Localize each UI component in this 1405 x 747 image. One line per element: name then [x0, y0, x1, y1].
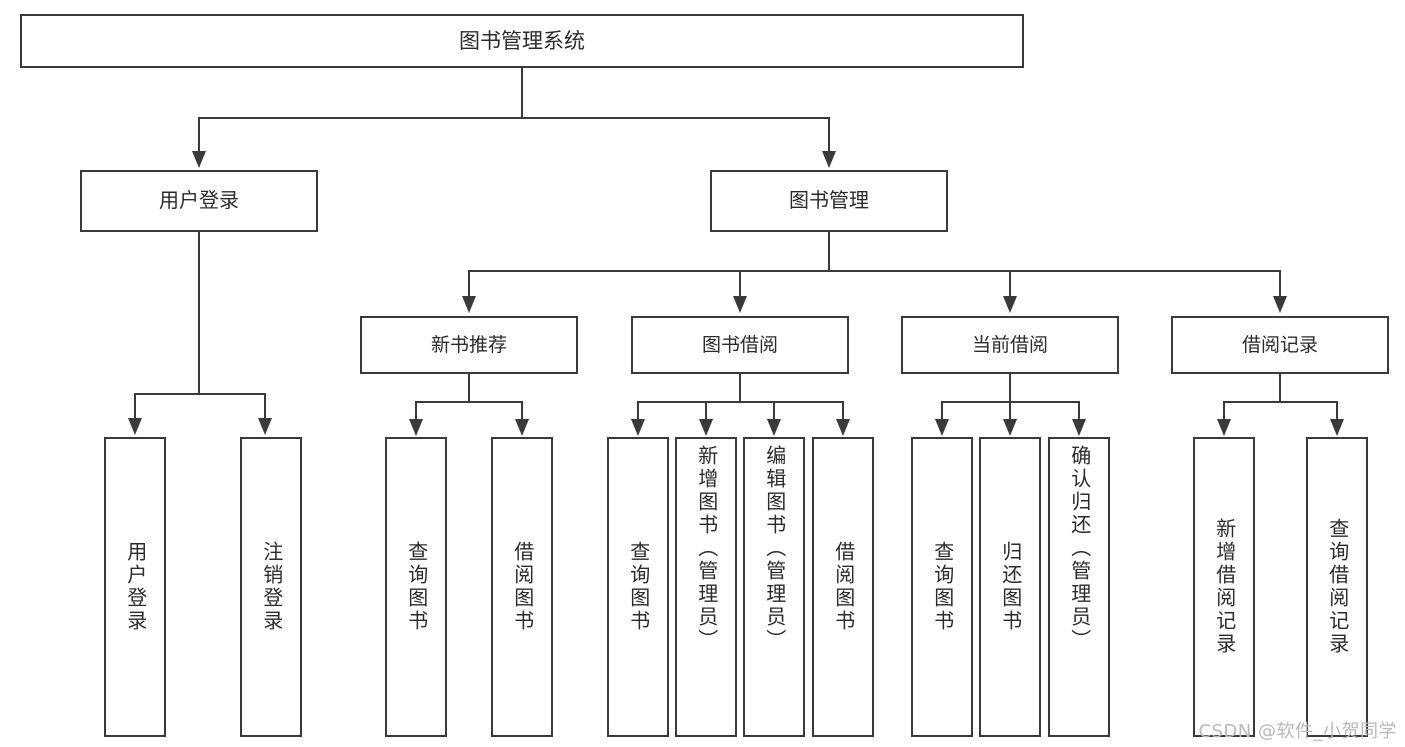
leaf-label: 新增借阅记录 — [1212, 518, 1237, 656]
connector-currentborrow-drop-1 — [941, 401, 943, 421]
leaf-label: 编辑图书（管理员） — [762, 445, 787, 652]
connector-bookborrow-drop-3 — [773, 401, 775, 421]
connector-borrowrecord-drop-1 — [1223, 401, 1225, 421]
arrowhead-to-user-login — [192, 151, 206, 168]
arrowhead-leaf-logout — [258, 418, 272, 435]
connector-newbook-bus — [415, 401, 523, 403]
connector-bookborrow-drop-1 — [637, 401, 639, 421]
node-label: 图书借阅 — [701, 333, 778, 356]
connector-root-bus — [198, 117, 830, 119]
connector-bookborrow-bus — [637, 401, 844, 403]
leaf-borrowrecord-query-record[interactable]: 查询借阅记录 — [1306, 437, 1368, 737]
leaf-label: 查询借阅记录 — [1325, 518, 1350, 656]
node-label: 当前借阅 — [971, 333, 1048, 356]
leaf-borrowrecord-add-record[interactable]: 新增借阅记录 — [1193, 437, 1255, 737]
arrowhead-borrowrecord-leaf-1 — [1217, 419, 1231, 436]
connector-borrowrecord-stem — [1279, 374, 1281, 402]
connector-root-stem — [521, 68, 523, 117]
connector-newbook-stem — [468, 374, 470, 402]
leaf-label: 新增图书（管理员） — [694, 445, 719, 652]
node-label: 借阅记录 — [1241, 333, 1318, 356]
connector-newbook-drop-1 — [415, 401, 417, 421]
connector-currentborrow-stem — [1009, 374, 1011, 402]
node-borrow-record[interactable]: 借阅记录 — [1171, 316, 1389, 374]
arrowhead-newbook-leaf-1 — [409, 419, 423, 436]
connector-bookborrow-drop-2 — [705, 401, 707, 421]
leaf-label: 查询图书 — [626, 541, 651, 633]
leaf-label: 注销登录 — [259, 541, 284, 633]
arrowhead-to-book-manage — [822, 151, 836, 168]
connector-bookmgmt-drop-1 — [468, 270, 470, 298]
arrowhead-bookborrow-leaf-4 — [836, 419, 850, 436]
arrowhead-bookborrow-leaf-3 — [767, 419, 781, 436]
connector-currentborrow-drop-3 — [1078, 401, 1080, 421]
leaf-bookborrow-borrow-book[interactable]: 借阅图书 — [812, 437, 874, 737]
connector-bookmgmt-stem — [828, 232, 830, 271]
connector-borrowrecord-bus — [1223, 401, 1338, 403]
leaf-label: 归还图书 — [998, 541, 1023, 633]
node-current-borrow[interactable]: 当前借阅 — [901, 316, 1119, 374]
connector-bookborrow-drop-4 — [842, 401, 844, 421]
leaf-label: 借阅图书 — [831, 541, 856, 633]
arrowhead-to-borrow-record — [1273, 296, 1287, 313]
leaf-label: 确认归还（管理员） — [1067, 445, 1092, 652]
connector-bookmgmt-drop-2 — [739, 270, 741, 298]
leaf-bookborrow-add-book-admin[interactable]: 新增图书（管理员） — [675, 437, 737, 737]
leaf-label: 用户登录 — [123, 541, 148, 633]
node-label: 图书管理 — [789, 188, 869, 213]
arrowhead-to-new-book — [462, 296, 476, 313]
node-root-system[interactable]: 图书管理系统 — [20, 14, 1024, 68]
node-book-management[interactable]: 图书管理 — [710, 170, 948, 232]
leaf-label: 查询图书 — [930, 541, 955, 633]
node-user-login[interactable]: 用户登录 — [80, 170, 318, 232]
leaf-newbook-query-book[interactable]: 查询图书 — [385, 437, 447, 737]
node-label: 新书推荐 — [430, 333, 507, 356]
connector-newbook-drop-2 — [521, 401, 523, 421]
leaf-bookborrow-query-book[interactable]: 查询图书 — [607, 437, 669, 737]
arrowhead-to-current-borrow — [1003, 296, 1017, 313]
arrowhead-bookborrow-leaf-2 — [699, 419, 713, 436]
connector-userlogin-drop-2 — [264, 393, 266, 420]
leaf-logout[interactable]: 注销登录 — [240, 437, 302, 737]
connector-userlogin-stem — [198, 232, 200, 394]
leaf-bookborrow-edit-book-admin[interactable]: 编辑图书（管理员） — [743, 437, 805, 737]
arrowhead-to-book-borrow — [733, 296, 747, 313]
arrowhead-borrowrecord-leaf-2 — [1330, 419, 1344, 436]
arrowhead-currentborrow-leaf-2 — [1003, 419, 1017, 436]
leaf-currentborrow-return-book[interactable]: 归还图书 — [979, 437, 1041, 737]
node-book-borrow[interactable]: 图书借阅 — [631, 316, 849, 374]
leaf-label: 借阅图书 — [510, 541, 535, 633]
arrowhead-currentborrow-leaf-1 — [935, 419, 949, 436]
arrowhead-newbook-leaf-2 — [515, 419, 529, 436]
connector-bookmgmt-bus — [468, 270, 1280, 272]
leaf-user-login[interactable]: 用户登录 — [104, 437, 166, 737]
leaf-newbook-borrow-book[interactable]: 借阅图书 — [491, 437, 553, 737]
connector-root-drop-1 — [198, 117, 200, 153]
connector-userlogin-bus — [134, 393, 266, 395]
node-label: 用户登录 — [159, 188, 239, 213]
arrowhead-currentborrow-leaf-3 — [1072, 419, 1086, 436]
connector-borrowrecord-drop-2 — [1336, 401, 1338, 421]
connector-bookborrow-stem — [739, 374, 741, 402]
connector-userlogin-drop-1 — [134, 393, 136, 420]
leaf-currentborrow-confirm-return-admin[interactable]: 确认归还（管理员） — [1048, 437, 1110, 737]
node-new-book-recommend[interactable]: 新书推荐 — [360, 316, 578, 374]
connector-bookmgmt-drop-3 — [1009, 270, 1011, 298]
connector-currentborrow-drop-2 — [1009, 401, 1011, 421]
arrowhead-leaf-user-login — [128, 418, 142, 435]
connector-root-drop-2 — [828, 117, 830, 153]
node-label: 图书管理系统 — [459, 28, 585, 53]
arrowhead-bookborrow-leaf-1 — [631, 419, 645, 436]
leaf-currentborrow-query-book[interactable]: 查询图书 — [911, 437, 973, 737]
connector-bookmgmt-drop-4 — [1279, 270, 1281, 298]
leaf-label: 查询图书 — [404, 541, 429, 633]
